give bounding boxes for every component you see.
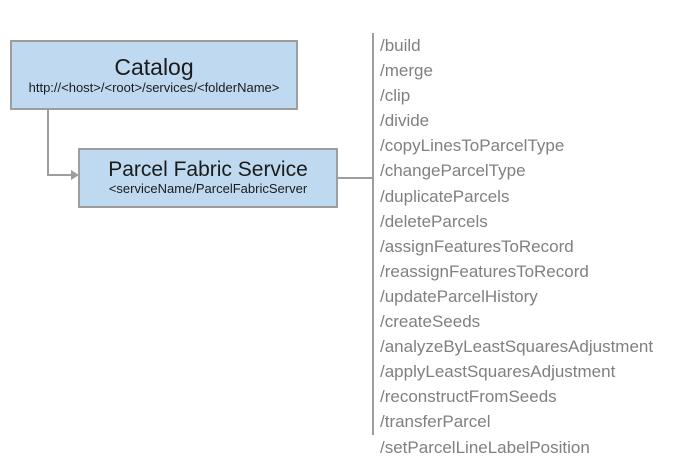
parcel-fabric-service-node: Parcel Fabric Service <serviceName/Parce… (78, 148, 338, 208)
operation-item: /createSeeds (380, 312, 481, 332)
operation-item: /reconstructFromSeeds (380, 387, 557, 407)
connector-catalog-horizontal-segment (47, 174, 73, 176)
operation-item: /changeParcelType (380, 161, 526, 181)
catalog-node-url: http://<host>/<root>/services/<folderNam… (28, 79, 280, 95)
operation-item: /clip (380, 86, 411, 106)
parcel-fabric-service-node-title: Parcel Fabric Service (108, 158, 308, 182)
catalog-node: Catalog http://<host>/<root>/services/<f… (10, 40, 298, 110)
operation-item: /duplicateParcels (380, 186, 510, 206)
operation-item: /applyLeastSquaresAdjustment (380, 362, 616, 382)
operations-list-rule (372, 33, 374, 435)
parcel-fabric-service-node-path: <serviceName/ParcelFabricServer (108, 181, 308, 197)
operation-item: /divide (380, 111, 430, 131)
operations-list: /build /merge /clip /divide /copyLinesTo… (380, 33, 653, 460)
operation-item: /updateParcelHistory (380, 286, 538, 306)
operation-item: /transferParcel (380, 412, 491, 432)
catalog-node-title: Catalog (114, 53, 194, 80)
operation-item: /analyzeByLeastSquaresAdjustment (380, 337, 654, 357)
operation-item: /build (380, 36, 421, 55)
connector-catalog-vertical-segment (47, 110, 49, 176)
connector-service-to-operations (338, 177, 373, 179)
operation-item: /merge (380, 61, 433, 81)
operation-item: /reassignFeaturesToRecord (380, 261, 589, 281)
operation-item: /copyLinesToParcelType (380, 136, 565, 156)
parcel-fabric-service-diagram: Catalog http://<host>/<root>/services/<f… (10, 33, 653, 457)
arrowhead-icon (71, 170, 79, 180)
operation-item: /setParcelLineLabelPosition (380, 437, 590, 457)
operation-item: /assignFeaturesToRecord (380, 236, 574, 256)
operation-item: /deleteParcels (380, 211, 488, 231)
